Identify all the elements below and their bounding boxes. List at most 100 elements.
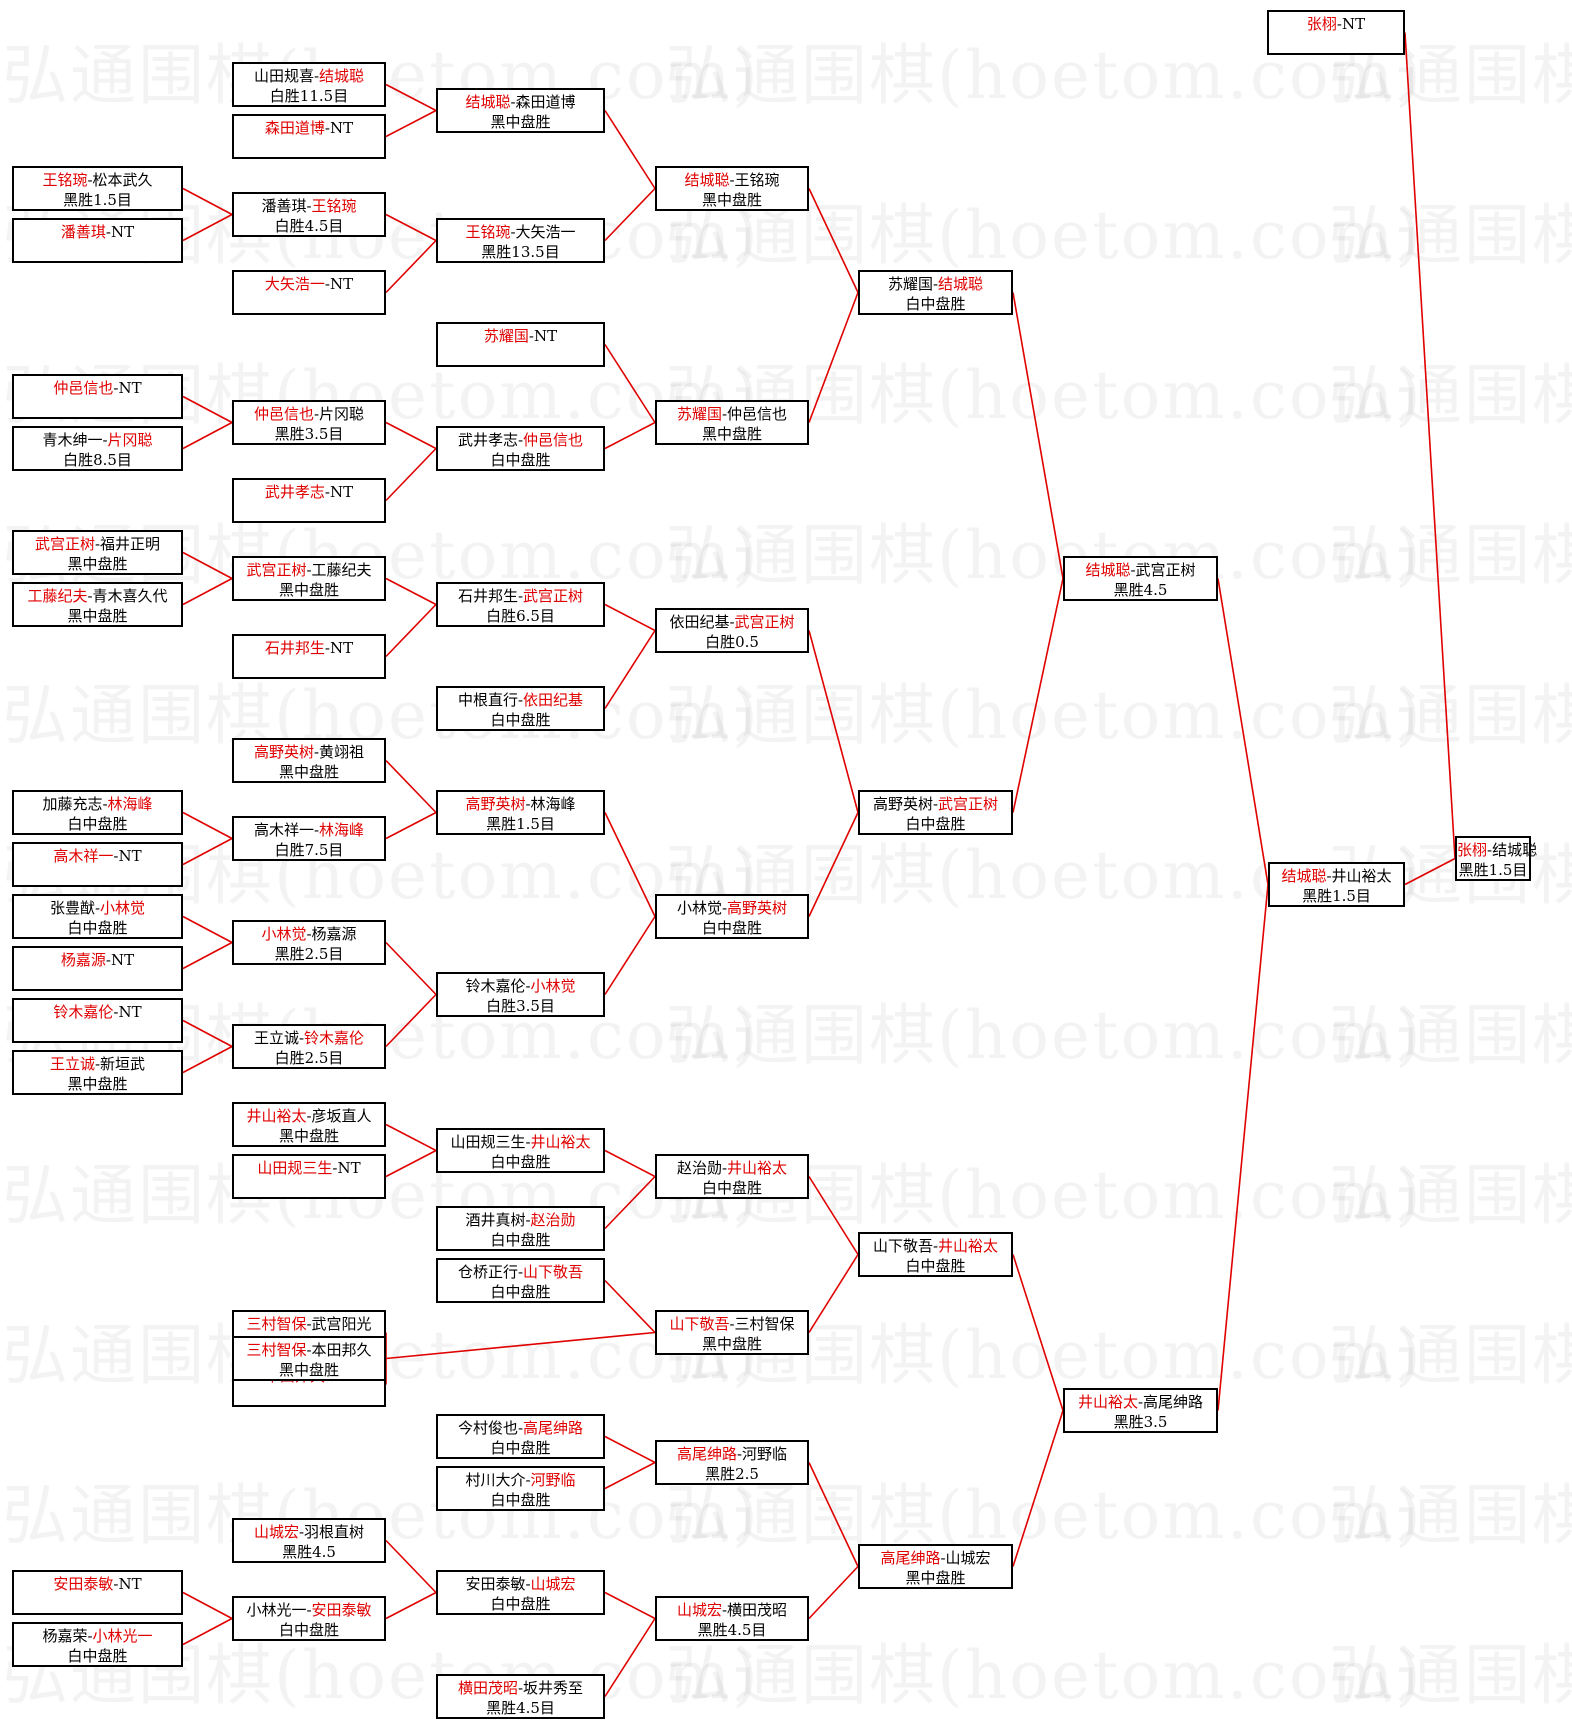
- player-1-name: 小林光一: [246, 1601, 307, 1619]
- match-box: 青木绅一-片冈聪白胜8.5目: [12, 426, 183, 471]
- match-separator: -: [298, 1029, 305, 1047]
- match-players: 王铭琬-松本武久: [14, 170, 181, 190]
- player-2-name: 结城聪: [1492, 841, 1538, 859]
- match-players: 张栩-结城聪: [1457, 840, 1537, 860]
- player-2-name: 本田邦久: [311, 1341, 372, 1359]
- player-2-name: 结城聪: [938, 275, 984, 293]
- match-result: 黑胜1.5目: [63, 191, 132, 209]
- match-box: 赵治勋-井山裕太白中盘胜: [655, 1154, 809, 1199]
- player-1-name: 杨嘉源: [60, 951, 106, 969]
- match-box: 潘善琪-NT: [12, 218, 183, 263]
- watermark-text: 弘通围棋(hoetom.com): [1328, 502, 1572, 598]
- player-1-name: 小林觉: [261, 925, 307, 943]
- match-result: 白中盘胜: [701, 919, 762, 937]
- player-2-name: NT: [1341, 15, 1366, 33]
- match-separator: -: [324, 119, 330, 137]
- player-1-name: 高尾绅路: [676, 1445, 737, 1463]
- match-result: 白胜7.5目: [274, 841, 344, 859]
- player-1-name: 苏耀国: [887, 275, 933, 293]
- player-2-name: 武宫正树: [1135, 561, 1196, 579]
- match-result: 黑中盘胜: [701, 191, 762, 209]
- player-1-name: 苏耀国: [676, 405, 722, 423]
- match-players: 铃木嘉伦-小林觉: [438, 976, 603, 996]
- player-2-name: 武宫正树: [523, 587, 584, 605]
- match-result: 黑胜13.5目: [481, 243, 560, 261]
- match-players: 张栩-NT: [1269, 14, 1403, 34]
- player-1-name: 石井邦生: [264, 639, 325, 657]
- match-separator: -: [87, 587, 93, 605]
- match-result: 黑中盘胜: [67, 1075, 128, 1093]
- match-players: 仓桥正行-山下敬吾: [438, 1262, 603, 1282]
- bracket-connector: [385, 1591, 437, 1620]
- match-players: 今村俊也-高尾绅路: [438, 1418, 603, 1438]
- match-separator: -: [94, 535, 101, 553]
- bracket-connector: [1012, 1410, 1064, 1567]
- player-1-name: 结城聪: [1085, 561, 1131, 579]
- match-result: 白胜6.5目: [486, 607, 555, 625]
- bracket-connector: [385, 941, 437, 996]
- player-2-name: NT: [329, 275, 354, 293]
- match-separator: -: [306, 1107, 312, 1125]
- watermark-text: 弘通围棋(hoetom.com): [1328, 1462, 1572, 1558]
- player-1-name: 潘善琪: [60, 223, 106, 241]
- bracket-connector: [182, 941, 233, 970]
- watermark-text: 弘通围棋(hoetom.com): [665, 982, 1423, 1078]
- match-players: 高木祥一-林海峰: [234, 820, 384, 840]
- match-result: 黑胜2.5: [705, 1465, 759, 1483]
- player-2-name: 王铭琬: [311, 197, 357, 215]
- bracket-connector: [385, 759, 437, 814]
- player-1-name: 山田规喜: [253, 67, 314, 85]
- match-box: 王铭琬-松本武久黑胜1.5目: [12, 166, 183, 211]
- bracket-connector: [808, 1254, 859, 1333]
- player-1-name: 中根直行: [457, 691, 518, 709]
- player-2-name: 河野临: [742, 1445, 788, 1463]
- match-result: 白胜4.5目: [274, 217, 344, 235]
- bracket-connector: [604, 812, 656, 917]
- match-separator: -: [94, 899, 101, 917]
- player-1-name: 铃木嘉伦: [465, 977, 526, 995]
- match-separator: -: [525, 1471, 531, 1489]
- match-box: 工藤纪夫-青木喜久代黑中盘胜: [12, 582, 183, 627]
- match-players: 石井邦生-武宫正树: [438, 586, 603, 606]
- player-1-name: 武宫正树: [34, 535, 95, 553]
- match-box: 杨嘉荣-小林光一白中盘胜: [12, 1622, 183, 1667]
- match-separator: -: [306, 1601, 312, 1619]
- match-box: 村川大介-河野临白中盘胜: [436, 1466, 605, 1511]
- match-result: 白中盘胜: [905, 1257, 966, 1275]
- player-1-name: 苏耀国: [483, 327, 529, 345]
- match-players: 三村智保-武宫阳光: [234, 1314, 384, 1334]
- match-players: 王立诚-新垣武: [14, 1054, 181, 1074]
- match-box: 山田规三生-NT: [232, 1154, 386, 1199]
- match-result: 黑胜1.5目: [486, 815, 555, 833]
- match-separator: -: [306, 925, 312, 943]
- bracket-connector: [604, 1435, 656, 1464]
- match-result: 白胜2.5目: [274, 1049, 344, 1067]
- match-box: 加藤充志-林海峰白中盘胜: [12, 790, 183, 835]
- match-players: 高木祥一-NT: [14, 846, 181, 866]
- player-1-name: 赵治勋: [676, 1159, 722, 1177]
- match-separator: -: [736, 1445, 743, 1463]
- match-separator: -: [510, 93, 516, 111]
- match-players: 结城聪-井山裕太: [1270, 866, 1403, 886]
- match-result: 白中盘胜: [490, 1491, 551, 1509]
- bracket-connector: [604, 421, 656, 450]
- player-2-name: 武宫正树: [734, 613, 795, 631]
- match-separator: -: [113, 1003, 119, 1021]
- player-2-name: 片冈聪: [319, 405, 365, 423]
- bracket-connector: [808, 1565, 859, 1620]
- match-result: 黑中盘胜: [67, 607, 128, 625]
- match-players: 苏耀国-结城聪: [860, 274, 1011, 294]
- match-box: 中根直行-依田纪基白中盘胜: [436, 686, 605, 731]
- match-separator: -: [306, 1341, 312, 1359]
- match-separator: -: [298, 1523, 305, 1541]
- match-players: 仲邑信也-NT: [14, 378, 181, 398]
- player-1-name: 王铭琬: [465, 223, 511, 241]
- match-box: 武井孝志-仲邑信也白中盘胜: [436, 426, 605, 471]
- match-players: 苏耀国-仲邑信也: [657, 404, 807, 424]
- match-separator: -: [721, 1601, 728, 1619]
- bracket-connector: [604, 916, 656, 995]
- bracket-connector: [182, 187, 233, 216]
- bracket-connector: [182, 1045, 233, 1074]
- match-players: 潘善琪-NT: [14, 222, 181, 242]
- match-separator: -: [517, 1679, 524, 1697]
